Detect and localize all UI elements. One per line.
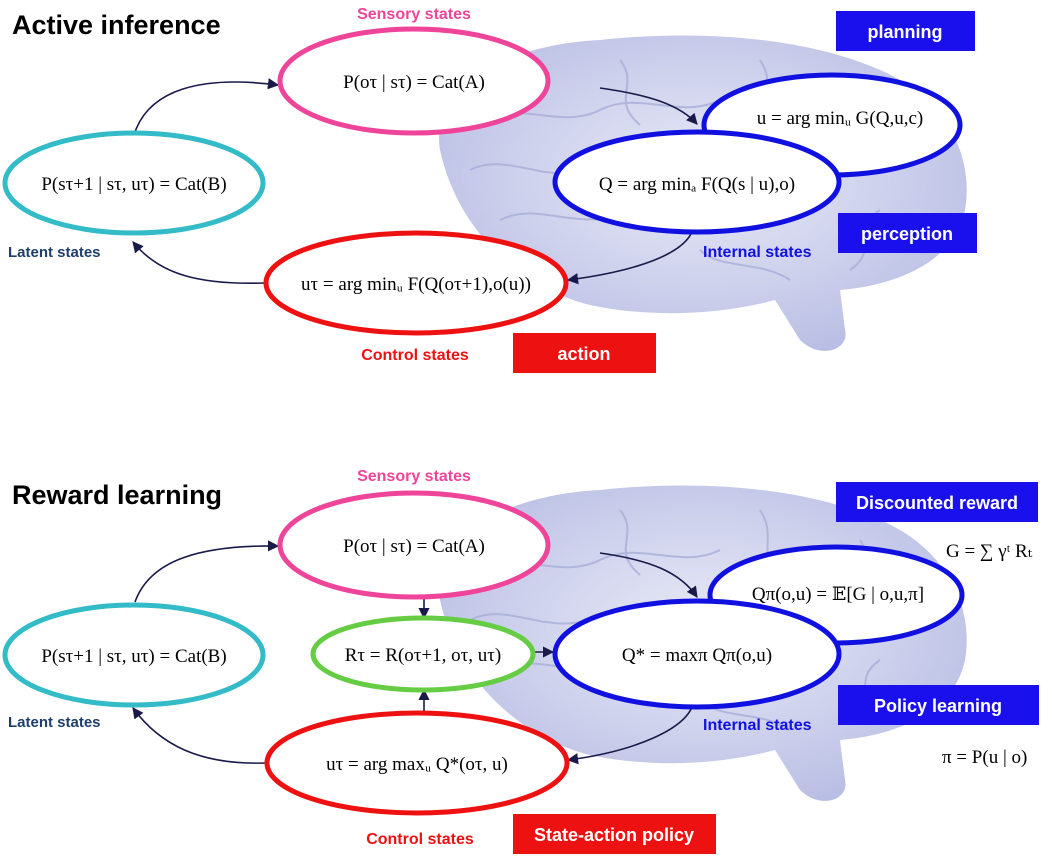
active-sensory-equation: P(oτ | sτ) = Cat(A) bbox=[343, 72, 485, 93]
arrow-internal-to-control-bottom bbox=[566, 699, 695, 765]
active-control-label: Control states bbox=[361, 347, 469, 364]
reward-title: Reward learning bbox=[12, 480, 222, 510]
reward-qstar-equation: Q* = maxπ Qπ(o,u) bbox=[622, 645, 772, 666]
reward-qpi-equation: Qπ(o,u) = 𝔼[G | o,u,π] bbox=[752, 584, 924, 605]
arrow-latent-to-sensory-bottom bbox=[134, 540, 280, 603]
active-perception-ellipse bbox=[552, 129, 842, 235]
active-control-ellipse bbox=[263, 230, 569, 336]
planning-box-label: planning bbox=[868, 22, 943, 42]
reward-control-equation: uτ = arg maxᵤ Q*(oτ, u) bbox=[326, 754, 508, 775]
arrow-control-to-latent bbox=[132, 241, 266, 285]
reward-learning-panel: Reward learning Sensory states P(oτ | sτ… bbox=[2, 468, 1039, 854]
policy-learning-box bbox=[838, 685, 1039, 725]
active-title: Active inference bbox=[12, 10, 221, 40]
reward-sensory-equation: P(oτ | sτ) = Cat(A) bbox=[343, 536, 485, 557]
arrow-sensory-to-internal bbox=[599, 87, 698, 125]
active-latent-ellipse bbox=[2, 130, 266, 236]
arrow-sensory-to-internal-bottom bbox=[599, 552, 698, 598]
active-control-equation: uτ = arg minᵤ F(Q(oτ+1),o(u)) bbox=[301, 274, 531, 295]
discounted-reward-box bbox=[836, 482, 1038, 522]
reward-function-ellipse bbox=[310, 615, 536, 693]
reward-control-ellipse bbox=[264, 710, 570, 816]
active-planning-equation: u = arg minᵤ G(Q,u,c) bbox=[757, 108, 923, 129]
reward-latent-ellipse bbox=[2, 602, 266, 708]
reward-control-label: Control states bbox=[366, 831, 474, 848]
reward-latent-equation: P(sτ+1 | sτ, uτ) = Cat(B) bbox=[41, 646, 226, 667]
reward-sensory-ellipse bbox=[277, 490, 551, 600]
state-action-policy-box bbox=[513, 814, 716, 854]
action-box-label: action bbox=[557, 344, 610, 364]
reward-internal-label: Internal states bbox=[703, 717, 812, 734]
perception-box-label: perception bbox=[861, 224, 953, 244]
arrow-control-to-latent-bottom bbox=[132, 707, 266, 764]
state-action-policy-box-label: State-action policy bbox=[534, 825, 694, 845]
planning-box bbox=[836, 11, 975, 51]
reward-qstar-ellipse bbox=[552, 598, 842, 710]
reward-latent-label: Latent states bbox=[8, 714, 101, 731]
active-latent-label: Latent states bbox=[8, 244, 101, 261]
arrow-latent-to-sensory bbox=[134, 78, 280, 133]
policy-equation: π = P(u | o) bbox=[942, 747, 1027, 768]
perception-box bbox=[838, 213, 977, 253]
arrow-internal-to-control bbox=[566, 224, 695, 285]
reward-function-equation: Rτ = R(oτ+1, oτ, uτ) bbox=[345, 645, 501, 666]
active-sensory-label: Sensory states bbox=[357, 6, 471, 23]
action-box bbox=[513, 333, 656, 373]
reward-sensory-label: Sensory states bbox=[357, 468, 471, 485]
active-internal-label: Internal states bbox=[703, 244, 812, 261]
active-latent-equation: P(sτ+1 | sτ, uτ) = Cat(B) bbox=[41, 174, 226, 195]
discounted-reward-equation: G = ∑ γᵗ Rₜ bbox=[946, 541, 1033, 562]
active-inference-panel: Active inference Sensory states P(oτ | s… bbox=[2, 6, 977, 373]
discounted-reward-box-label: Discounted reward bbox=[856, 493, 1018, 513]
active-sensory-ellipse bbox=[277, 26, 551, 136]
policy-learning-box-label: Policy learning bbox=[874, 696, 1002, 716]
active-perception-equation: Q = arg minₐ F(Q(s | u),o) bbox=[599, 174, 795, 195]
